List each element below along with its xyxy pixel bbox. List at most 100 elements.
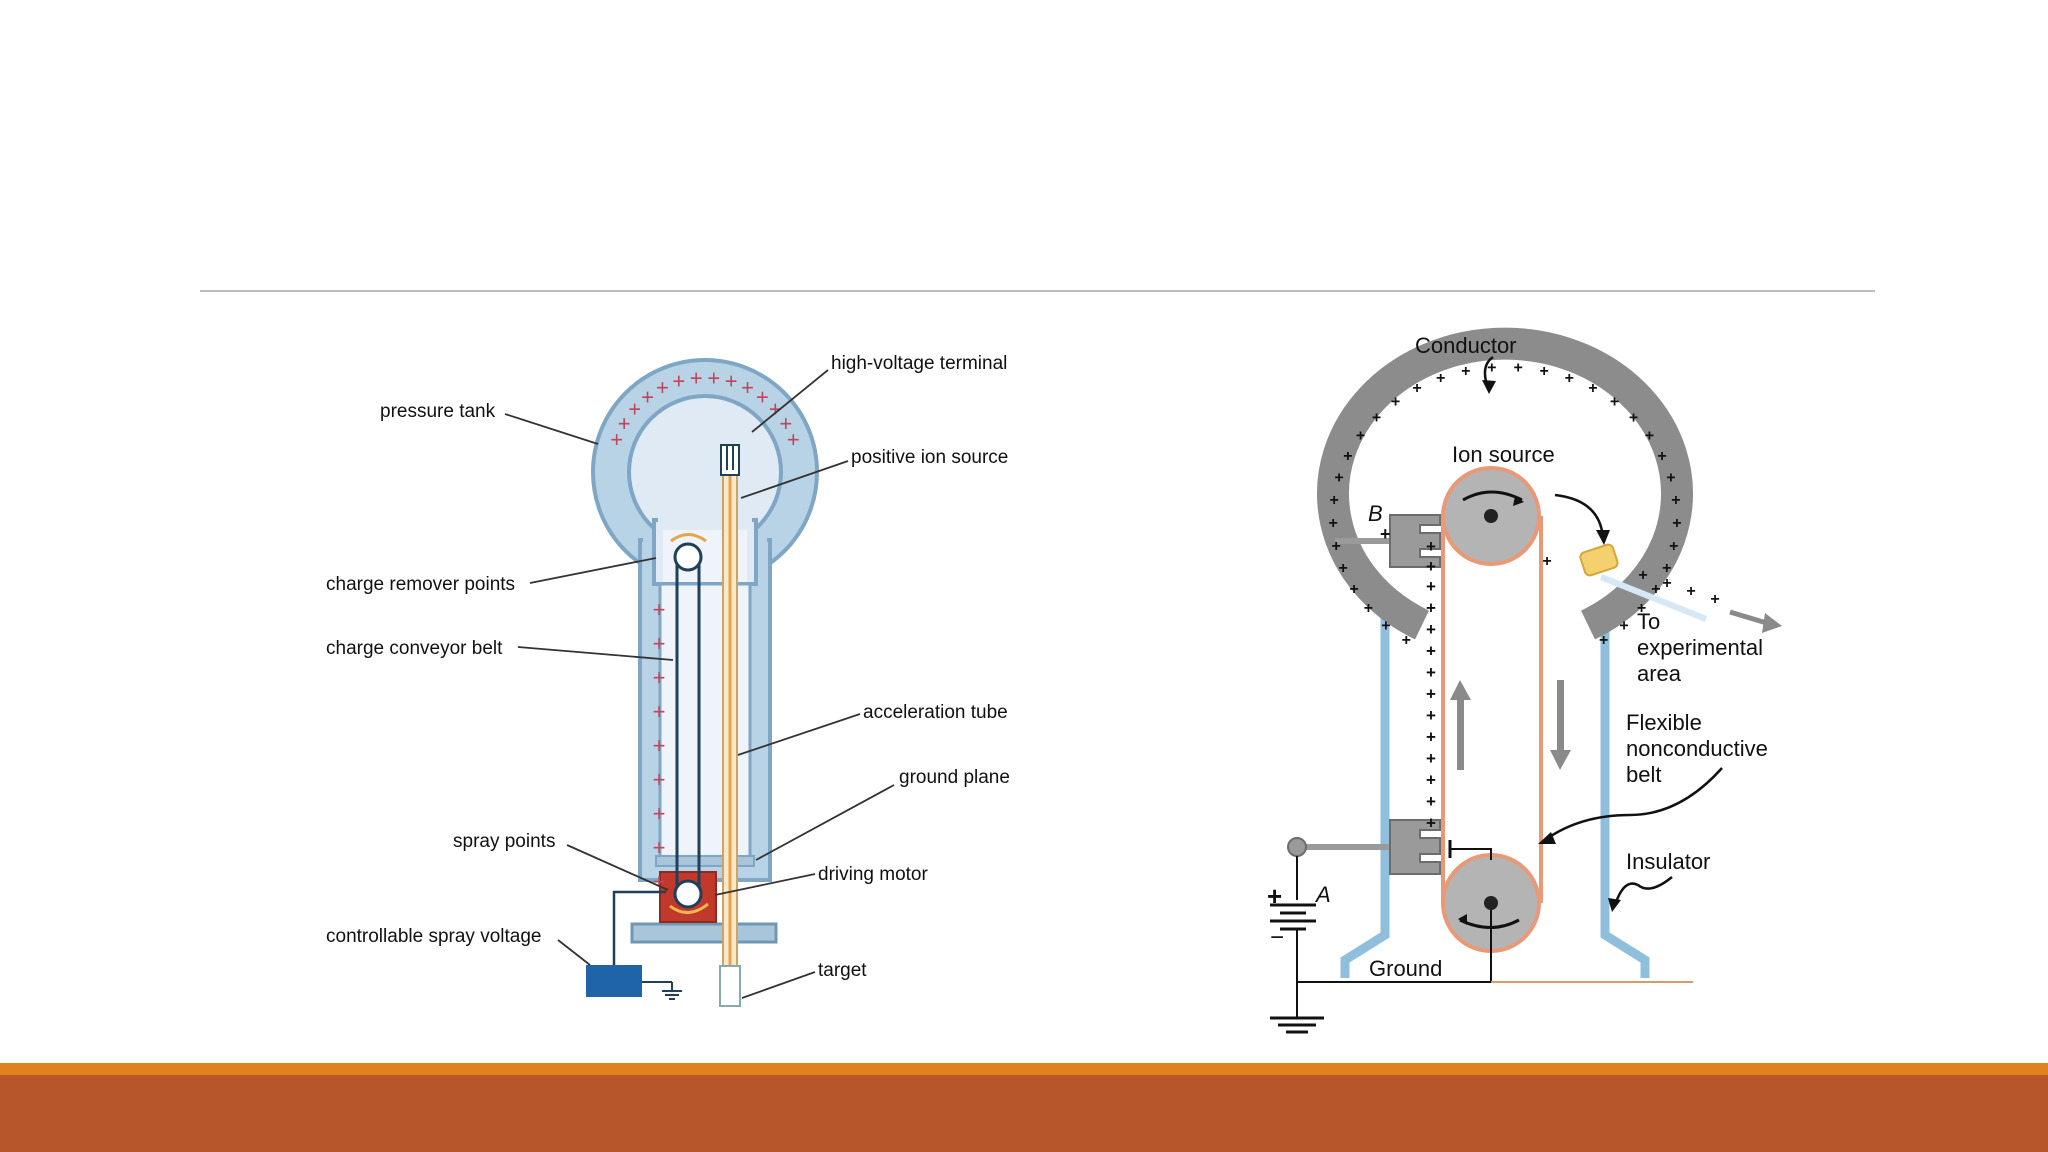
ion-source bbox=[1579, 543, 1782, 633]
van-de-graaff-generator-schematic: ++++++++++++++++++++++++++++++++++ +++++… bbox=[1267, 327, 1782, 1034]
charge-plus-icon: + bbox=[1328, 515, 1337, 532]
battery-plus-sign: + bbox=[1267, 881, 1282, 911]
footer-accent-band bbox=[0, 1063, 2048, 1075]
charge-plus-icon: + bbox=[1666, 469, 1675, 486]
charge-plus-icon: + bbox=[1710, 591, 1719, 608]
charge-plus-icon: + bbox=[756, 385, 769, 410]
charge-plus-icon: + bbox=[1426, 749, 1436, 768]
charge-plus-icon: + bbox=[1426, 537, 1436, 556]
footer-band bbox=[0, 1075, 2048, 1152]
label-a: A bbox=[1314, 882, 1331, 907]
ground-plane bbox=[655, 855, 755, 867]
label-to-experimental-area-line2: experimental bbox=[1637, 635, 1763, 660]
charge-conveyor-belt bbox=[673, 542, 703, 909]
charge-plus-icon: + bbox=[1662, 560, 1671, 577]
insulator-columns bbox=[1340, 615, 1650, 978]
label-to-experimental-area-line1: To bbox=[1637, 609, 1660, 634]
charge-plus-icon: + bbox=[1514, 359, 1523, 376]
charge-plus-icon: + bbox=[1402, 632, 1411, 649]
charge-plus-icon: + bbox=[1657, 448, 1666, 465]
label-ground: Ground bbox=[1369, 956, 1442, 981]
circuit-wiring bbox=[1270, 840, 1492, 1034]
charge-plus-icon: + bbox=[610, 427, 623, 452]
leader-lines-left bbox=[504, 369, 895, 999]
label-flexible-belt-line1: Flexible bbox=[1626, 710, 1702, 735]
charge-plus-icon: + bbox=[1381, 617, 1390, 634]
charge-plus-icon: + bbox=[656, 375, 669, 400]
charge-plus-icon: + bbox=[1436, 370, 1445, 387]
charge-plus-icon: + bbox=[653, 801, 666, 826]
charge-plus-icon: + bbox=[707, 365, 720, 390]
charge-plus-icon: + bbox=[1412, 380, 1421, 397]
charge-plus-icon: + bbox=[1426, 771, 1436, 790]
slide-divider-line bbox=[200, 290, 1875, 292]
conductor-charges: ++++++++++++++++++++++++++++++++++ bbox=[1328, 359, 1681, 648]
charge-plus-icon: + bbox=[1332, 538, 1341, 555]
charge-plus-icon: + bbox=[1391, 393, 1400, 410]
charge-plus-icon: + bbox=[653, 835, 666, 860]
charge-plus-icon: + bbox=[1588, 380, 1597, 397]
charge-plus-icon: + bbox=[1461, 363, 1470, 380]
charge-plus-icon: + bbox=[690, 365, 703, 390]
battery-minus-sign: − bbox=[1270, 924, 1284, 951]
charge-plus-icon: + bbox=[1426, 620, 1436, 639]
charge-plus-icon: + bbox=[653, 631, 666, 656]
charge-plus-icon: + bbox=[1356, 428, 1365, 445]
charge-plus-icon: + bbox=[1540, 363, 1549, 380]
label-conductor: Conductor bbox=[1415, 333, 1517, 358]
charge-plus-icon: + bbox=[1651, 581, 1660, 598]
comb-a bbox=[1287, 819, 1441, 875]
comb-b bbox=[1335, 514, 1441, 568]
charge-plus-icon: + bbox=[672, 369, 685, 394]
charge-plus-icon: + bbox=[1599, 632, 1608, 649]
charge-plus-icon: + bbox=[653, 597, 666, 622]
charge-plus-icon: + bbox=[1349, 581, 1358, 598]
charge-plus-icon: + bbox=[653, 699, 666, 724]
charge-plus-icon: + bbox=[1565, 370, 1574, 387]
label-flexible-belt-line2: nonconductive bbox=[1626, 736, 1768, 761]
charge-plus-icon: + bbox=[779, 411, 792, 436]
charge-plus-icon: + bbox=[1426, 728, 1436, 747]
charge-plus-icon: + bbox=[1364, 600, 1373, 617]
charge-plus-icon: + bbox=[1669, 538, 1678, 555]
charge-plus-icon: + bbox=[1339, 560, 1348, 577]
charge-plus-icon: + bbox=[1619, 617, 1628, 634]
charge-plus-icon: + bbox=[1426, 792, 1436, 811]
belt-charges: ++++++++++++++ bbox=[1426, 537, 1436, 833]
charge-plus-icon: + bbox=[1426, 599, 1436, 618]
charge-plus-icon: + bbox=[1426, 642, 1436, 661]
label-target: target bbox=[818, 960, 867, 981]
charge-plus-icon: + bbox=[1426, 685, 1436, 704]
positive-ion-source bbox=[720, 444, 740, 476]
label-positive-ion-source: positive ion source bbox=[851, 447, 1008, 468]
label-charge-remover-points: charge remover points bbox=[326, 574, 515, 595]
label-controllable-spray-voltage: controllable spray voltage bbox=[326, 926, 541, 947]
charge-plus-icon: + bbox=[628, 397, 641, 422]
charge-plus-icon: + bbox=[787, 427, 800, 452]
tank-base bbox=[630, 922, 778, 944]
conductor-dome bbox=[1317, 327, 1693, 640]
charge-plus-icon: + bbox=[1334, 469, 1343, 486]
charge-plus-icon: + bbox=[1610, 393, 1619, 410]
positive-charges-left: +++++++++++++++++++++++ bbox=[610, 365, 800, 894]
charge-plus-icon: + bbox=[1426, 706, 1436, 725]
charge-plus-icon: + bbox=[1426, 577, 1436, 596]
van-de-graaff-accelerator-diagram: +++++++++++++++++++++++ high-voltage ter… bbox=[326, 353, 1010, 1007]
charge-plus-icon: + bbox=[1662, 575, 1671, 592]
label-to-experimental-area-line3: area bbox=[1637, 661, 1682, 686]
target bbox=[719, 965, 741, 1007]
charge-plus-icon: + bbox=[653, 665, 666, 690]
charge-plus-icon: + bbox=[1343, 448, 1352, 465]
label-ion-source: Ion source bbox=[1452, 442, 1555, 467]
charge-plus-icon: + bbox=[1686, 583, 1695, 600]
charge-plus-icon: + bbox=[1637, 600, 1646, 617]
label-driving-motor: driving motor bbox=[818, 864, 928, 885]
rotation-arrow-bottom-icon bbox=[669, 902, 709, 914]
charge-plus-icon: + bbox=[1426, 663, 1436, 682]
label-flexible-belt-line3: belt bbox=[1626, 762, 1661, 787]
label-spray-points: spray points bbox=[453, 831, 555, 852]
charge-plus-icon: + bbox=[725, 369, 738, 394]
charge-plus-icon: + bbox=[1372, 409, 1381, 426]
controllable-spray-voltage-supply bbox=[586, 890, 682, 1000]
pointer-arrowheads-icon bbox=[1482, 380, 1621, 912]
